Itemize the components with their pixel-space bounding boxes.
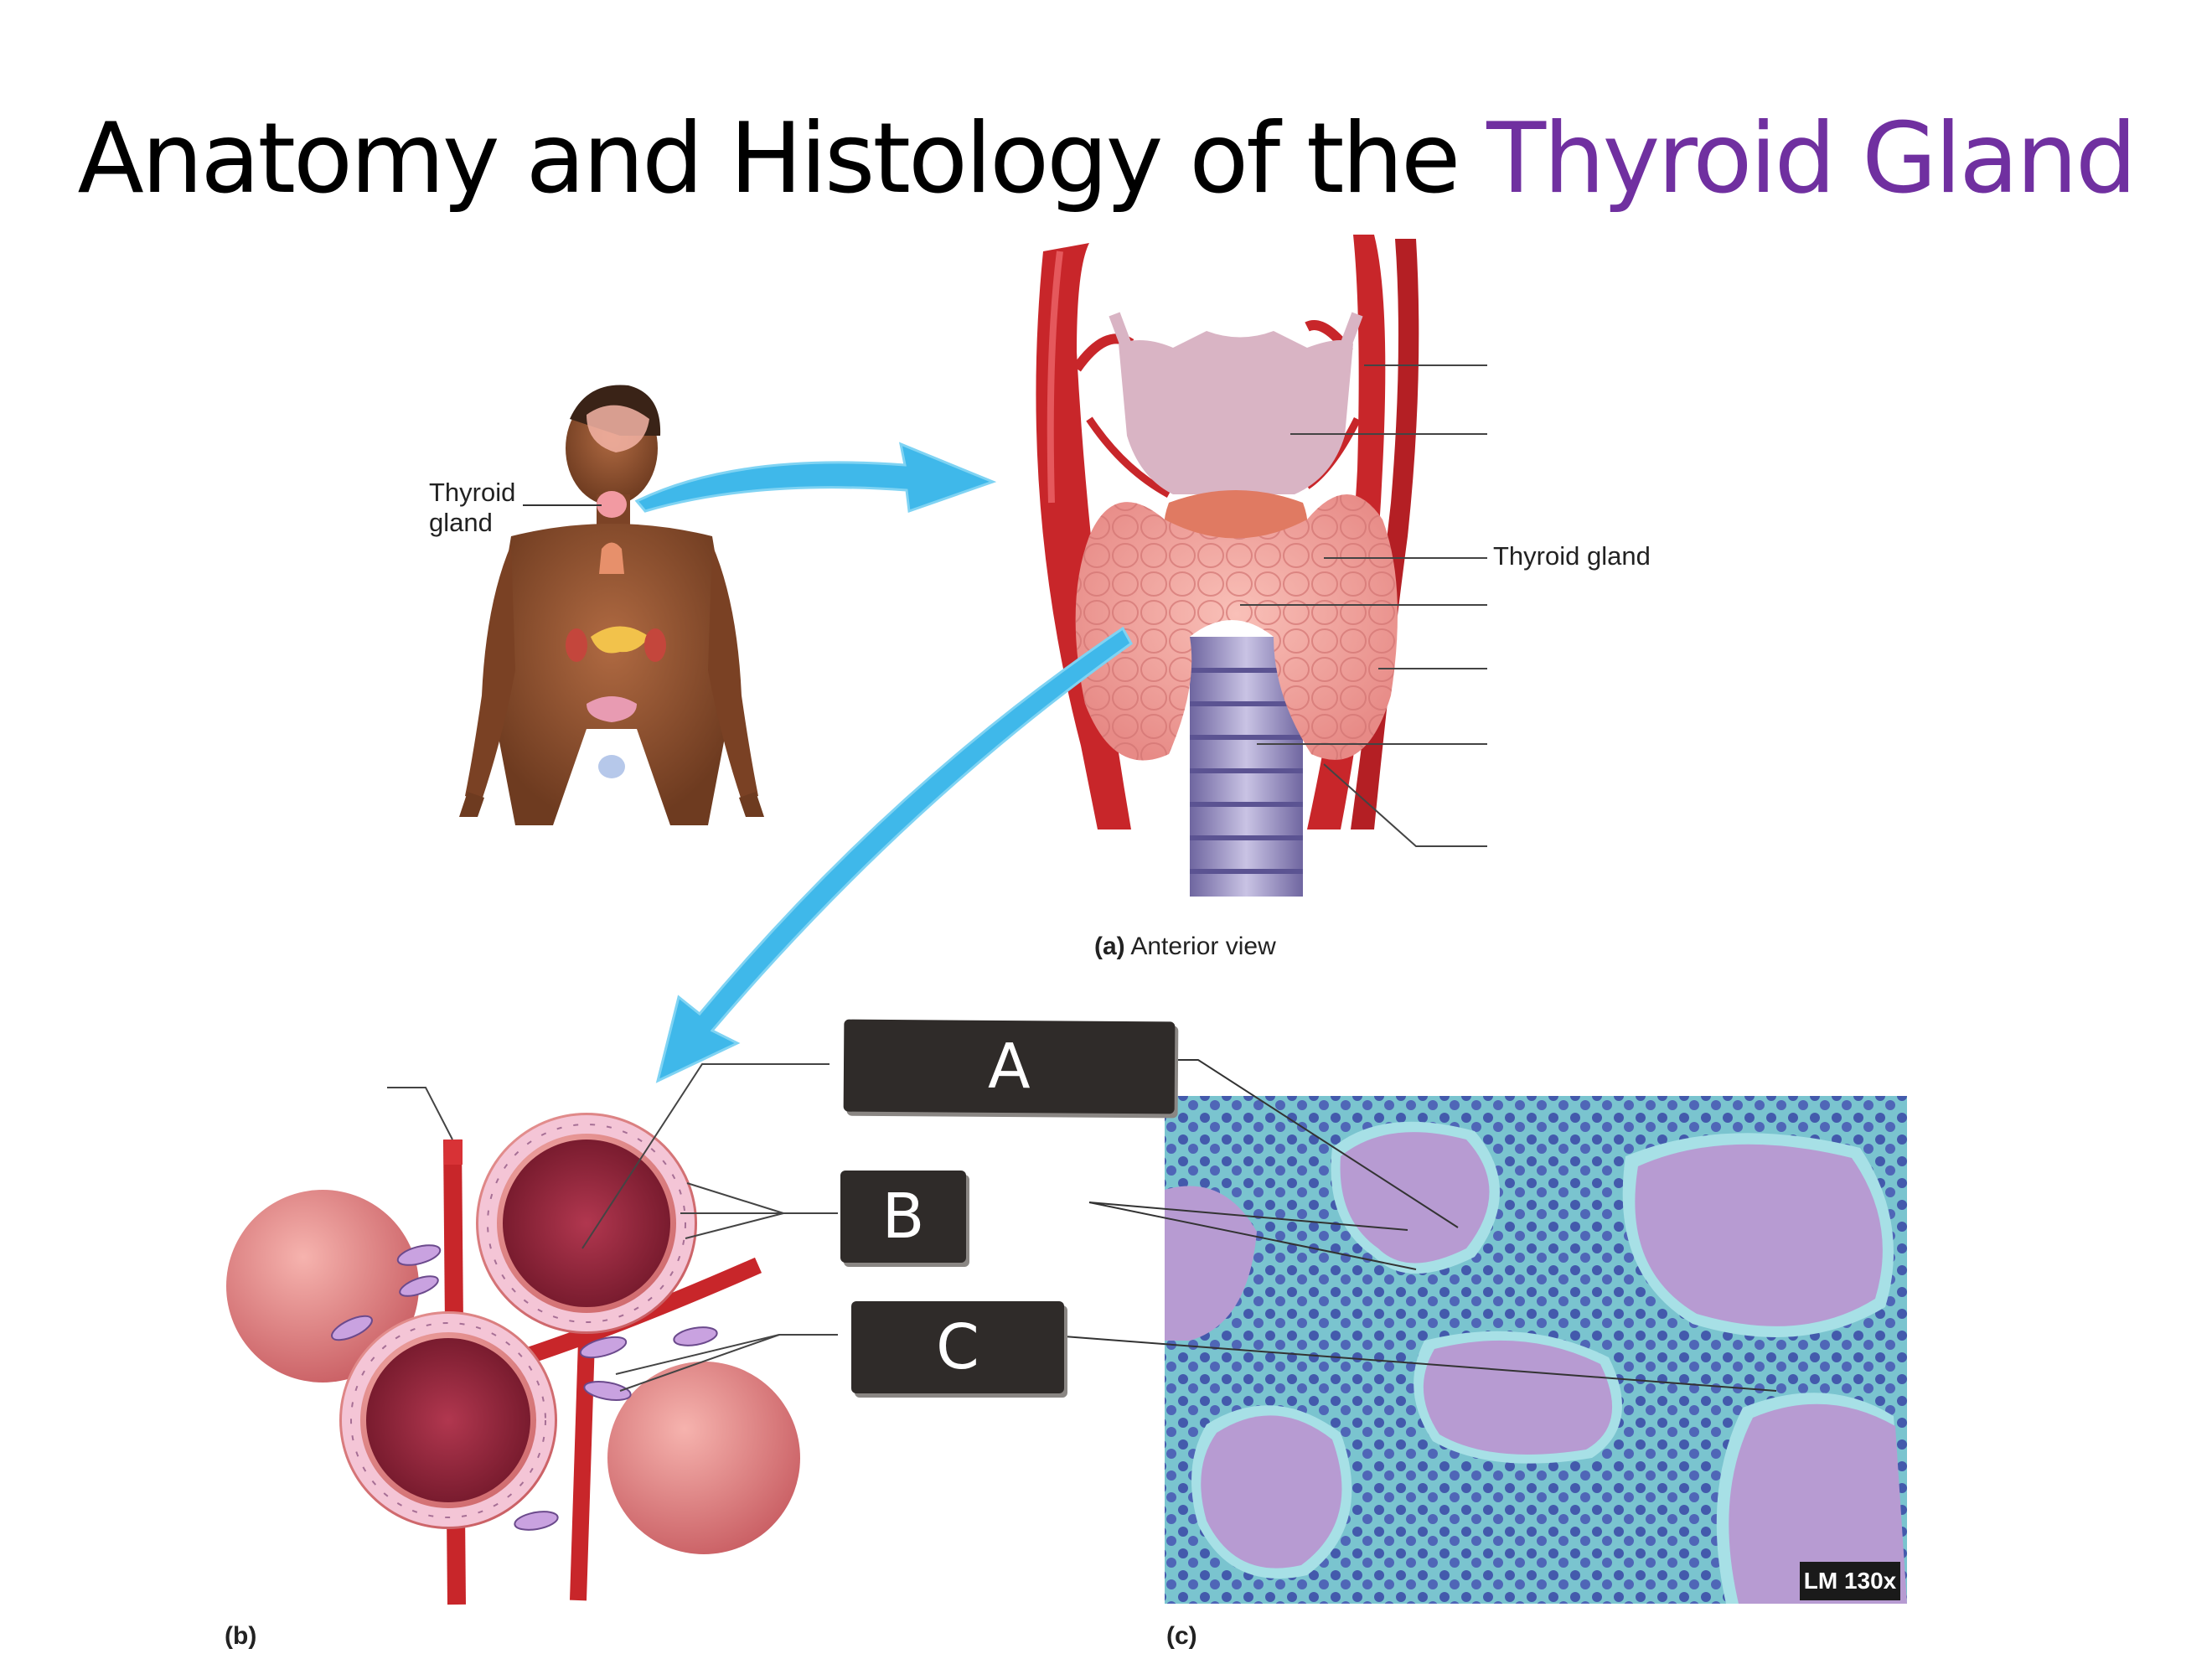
anterior-leader-lines [1240, 364, 1487, 847]
anterior-view-illustration [1036, 235, 1419, 897]
zoom-arrow-anterior [634, 442, 997, 514]
thyroid-gland-label: Thyroid gland [1493, 541, 1651, 571]
slide-title: Anatomy and Histology of the Thyroid Gla… [0, 96, 2212, 222]
histology-leader-lines [1063, 1059, 1777, 1392]
caption-a-marker: (a) [1094, 933, 1125, 960]
label-box-b-letter: B [881, 1181, 925, 1253]
magnification-badge: LM 130x [1800, 1562, 1900, 1600]
caption-a-text: Anterior view [1124, 933, 1276, 960]
label-box-b[interactable]: B [840, 1171, 966, 1263]
figure-c-caption: (c) [1166, 1622, 1197, 1650]
human-body-illustration [459, 385, 764, 825]
label-box-c[interactable]: C [851, 1301, 1064, 1393]
label-box-a-letter: A [987, 1030, 1031, 1103]
label-box-c-letter: C [936, 1311, 979, 1383]
body-label-line2: gland [429, 508, 493, 537]
histology-micrograph [1165, 1096, 1907, 1604]
thyroid-gland-body-label: Thyroid gland [429, 478, 515, 538]
title-highlight: Thyroid Gland [1486, 102, 2137, 215]
title-prefix: Anatomy and Histology of the [77, 102, 1487, 215]
follicle-illustration [226, 1113, 800, 1605]
anterior-view-caption: (a) Anterior view [1094, 932, 1276, 962]
label-box-a[interactable]: A [843, 1019, 1176, 1114]
zoom-arrow-follicles [655, 626, 1133, 1083]
follicle-leader-lines [387, 1063, 838, 1392]
body-label-line1: Thyroid [429, 478, 516, 507]
figure-b-caption: (b) [225, 1622, 257, 1650]
